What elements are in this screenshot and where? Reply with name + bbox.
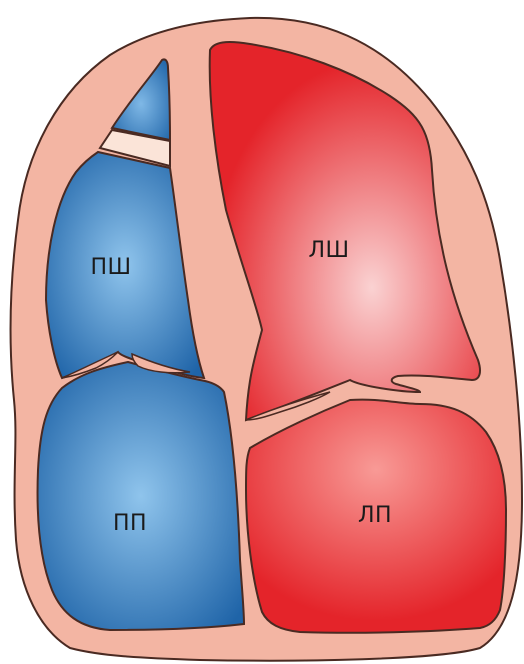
label-right-ventricle: ПШ (90, 255, 131, 280)
right-atrium (38, 362, 244, 630)
label-right-atrium: ПП (113, 511, 147, 536)
label-left-ventricle: ЛШ (308, 238, 349, 263)
label-left-atrium: ЛП (358, 503, 392, 528)
